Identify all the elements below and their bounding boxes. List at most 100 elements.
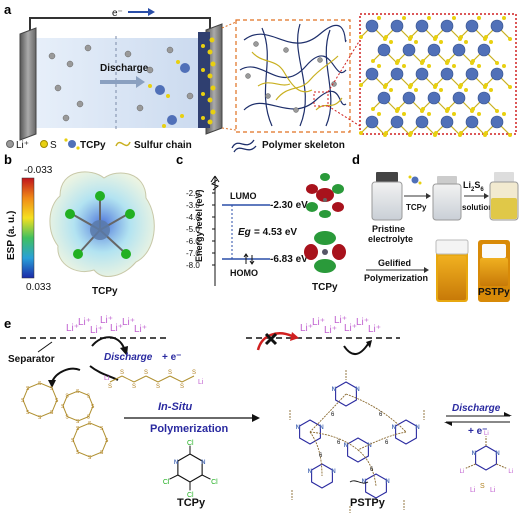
electron-spins (243, 253, 255, 265)
li-legend-icon (6, 140, 14, 148)
s-atom: S (61, 404, 65, 410)
s-atom: S (50, 410, 54, 416)
vial-gel-1 (435, 239, 469, 302)
vial-gel-2 (478, 240, 510, 302)
blocked-arrow (256, 332, 293, 351)
pyrimidine-ring (395, 419, 417, 445)
legend-tcpy: TCPy (80, 140, 106, 151)
li-ion-label: Li⁺ (368, 324, 381, 335)
li-ion-label: Li⁺ (66, 323, 79, 334)
legend-a: Li⁺ S TCPy Sulfur chain Polymer skeleton (6, 138, 345, 153)
li-ion-label: Li⁺ (356, 317, 369, 328)
panel-label-a: a (4, 2, 12, 17)
s-atom: S (180, 384, 184, 390)
lattice-node (490, 67, 504, 81)
lattice-node (490, 19, 504, 33)
energy-axis-arrow (210, 175, 220, 183)
lattice-node (452, 43, 466, 57)
tcpy-molecules (148, 60, 190, 128)
vial-pristine (371, 172, 403, 221)
n-atom: N (472, 451, 476, 457)
tcpy-legend-icon (64, 138, 80, 150)
lattice-node (490, 115, 504, 129)
lattice-node (440, 115, 454, 129)
n-atom: N (308, 469, 312, 475)
lattice-node (365, 67, 379, 81)
panel-c: c Energy level (eV) -2.0-3.0-4.0-5.0-6.0… (176, 152, 346, 293)
panel-label-c: c (176, 152, 183, 167)
s-atom: S (156, 384, 160, 390)
s-atom: S (88, 421, 92, 427)
cl-atom: Cl (187, 440, 194, 447)
homo-value: -6.83 eV (270, 254, 308, 265)
panel-label-d: d (352, 152, 360, 167)
lattice-node (452, 91, 466, 105)
esp-max: -0.033 (24, 165, 53, 176)
lattice-node (415, 19, 429, 33)
n-atom: N (174, 460, 178, 466)
li-ion-label: Li⁺ (90, 325, 103, 336)
n-atom: N (319, 425, 323, 431)
link-count: 6 (379, 412, 383, 418)
n-atom: N (296, 425, 300, 431)
s-legend-icon (40, 140, 48, 148)
sulfur-link (309, 431, 323, 477)
n-atom: N (332, 387, 336, 393)
tcpy-esp-model (65, 191, 135, 259)
s-atom: S (21, 398, 25, 404)
discharge-curve-arrow (91, 336, 125, 349)
link-count: 6 (337, 440, 341, 446)
n-atom: N (362, 479, 366, 485)
lattice-node (465, 19, 479, 33)
s8-ring (62, 390, 94, 422)
homo-orbital (304, 231, 346, 273)
eg-symbol: Eg (238, 227, 251, 238)
pstpy-vial-label: PSTPy (478, 287, 510, 298)
pyrimidine-ring (177, 453, 203, 483)
n-atom: N (415, 425, 419, 431)
homo-label: HOMO (230, 268, 258, 278)
pyrimidine-ring (299, 419, 321, 445)
lattice-node (427, 43, 441, 57)
electron-label-e: + e⁻ (162, 352, 181, 363)
li-ion-label: Li⁺ (134, 324, 147, 335)
arrow-head (366, 340, 372, 348)
n-atom: N (355, 387, 359, 393)
arrow-head (120, 346, 128, 356)
lattice-node (477, 43, 491, 57)
lumo-label: LUMO (230, 191, 257, 201)
s-atom: S (71, 438, 75, 444)
arrow-head (444, 422, 452, 426)
s-atom: S (88, 455, 92, 461)
vial-li2s6 (489, 172, 519, 221)
legend-s: S (50, 140, 57, 151)
s-atom: S (76, 419, 80, 425)
li-ion-label: Li⁺ (344, 323, 357, 334)
energy-ticks: -2.0-3.0-4.0-5.0-6.0-7.0-8.0 (186, 189, 215, 270)
li-ions-right: Li⁺Li⁺Li⁺Li⁺Li⁺Li⁺Li⁺ (300, 315, 381, 336)
li-ion-label: Li⁺ (312, 317, 325, 328)
cathode-coating (198, 32, 216, 128)
lattice-node (440, 19, 454, 33)
li-ion-label: Li⁺ (300, 323, 313, 334)
s-atom: S (105, 438, 109, 444)
li-ions (48, 44, 194, 122)
arrow-head (290, 332, 299, 341)
s-atom: S (108, 384, 112, 390)
electron-label: e⁻ (112, 8, 123, 19)
pyrimidine-ring (365, 473, 387, 499)
axis-break (210, 179, 220, 191)
s-atom: S (144, 370, 148, 376)
s-atom: S (50, 386, 54, 392)
li-atom: Li (198, 379, 204, 386)
li-ion-label: Li⁺ (334, 315, 347, 326)
n-atom: N (385, 479, 389, 485)
polymer-legend-icon (231, 139, 257, 153)
li-atom: Li (484, 431, 489, 437)
s-atom: S (65, 393, 69, 399)
